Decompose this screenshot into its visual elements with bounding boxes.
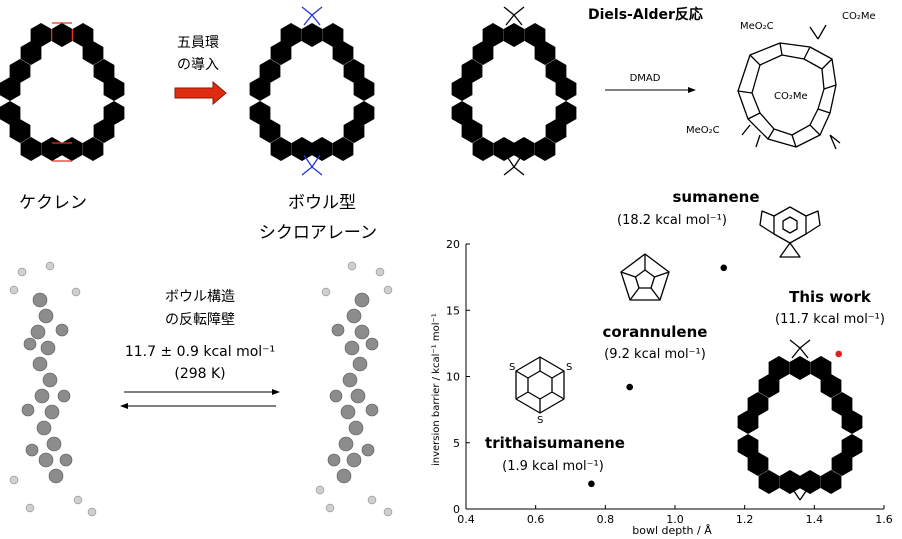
dmad-label: DMAD xyxy=(629,73,661,84)
x-tick-label: 1.4 xyxy=(806,513,824,526)
y-tick-label: 0 xyxy=(453,503,460,516)
corannulene-value: (9.2 kcal mol⁻¹) xyxy=(604,347,706,362)
ester-label-2: CO₂Me xyxy=(842,11,876,22)
trithiasumanene-value: (1.9 kcal mol⁻¹) xyxy=(502,459,604,474)
bowl-cyclarene-structure xyxy=(250,6,375,176)
trithiasumanene-structure xyxy=(515,356,565,414)
barrier-chart: 0.4 0.6 0.8 1.0 1.2 1.4 1.6 0 5 10 15 20 xyxy=(446,238,893,526)
sumanene-name: sumanene xyxy=(672,188,760,206)
inversion-value: 11.7 ± 0.9 kcal mol⁻¹ xyxy=(124,344,276,360)
sumanene-value: (18.2 kcal mol⁻¹) xyxy=(617,213,727,228)
ester-label-1: MeO₂C xyxy=(740,21,774,32)
sulfur-label-3: S xyxy=(537,415,544,426)
this-work-value: (11.7 kcal mol⁻¹) xyxy=(775,312,885,327)
inversion-temperature: (298 K) xyxy=(174,366,226,382)
y-tick-label: 5 xyxy=(453,437,460,450)
x-tick-label: 0.8 xyxy=(597,513,615,526)
sulfur-label-1: S xyxy=(509,362,516,373)
red-arrow xyxy=(174,80,227,106)
bowl-model-left xyxy=(9,261,97,517)
bowl-model-right xyxy=(315,261,393,517)
y-tick-label: 15 xyxy=(446,304,460,317)
data-point xyxy=(720,264,728,272)
corannulene-structure xyxy=(620,253,670,301)
ester-label-3: CO₂Me xyxy=(774,91,808,102)
x-tick-label: 0.4 xyxy=(457,513,475,526)
y-tick-label: 10 xyxy=(446,371,460,384)
inversion-title-2: の反転障壁 xyxy=(165,312,235,328)
this-work-name: This work xyxy=(789,288,871,306)
x-axis-label: bowl depth / Å xyxy=(632,524,712,537)
x-tick-label: 0.6 xyxy=(527,513,545,526)
diels-alder-title: Diels-Alder反応 xyxy=(588,7,703,23)
this-work-structure xyxy=(738,339,863,501)
data-point xyxy=(626,383,634,391)
y-tick-label: 20 xyxy=(446,238,460,251)
inversion-title-1: ボウル構造 xyxy=(165,289,235,305)
y-axis-label: inversion barrier / kcal⁻¹ mol⁻¹ xyxy=(431,313,442,466)
data-point xyxy=(835,350,843,358)
x-tick-label: 1.2 xyxy=(736,513,754,526)
bowl-reactant-structure xyxy=(452,6,577,176)
kekulene-structure xyxy=(0,22,125,162)
arrow-label-1: 五員環 xyxy=(177,35,219,51)
data-point xyxy=(588,480,595,488)
sulfur-label-2: S xyxy=(566,362,573,373)
bowl-label-1: ボウル型 xyxy=(288,193,356,213)
ester-label-4: MeO₂C xyxy=(686,125,720,136)
trithiasumanene-name: trithaisumanene xyxy=(485,434,625,452)
arrow-label-2: の導入 xyxy=(177,57,219,73)
bowl-label-2: シクロアレーン xyxy=(258,223,378,243)
kekulene-label: ケクレン xyxy=(19,193,87,213)
adduct-structure xyxy=(737,24,841,150)
x-tick-label: 1.6 xyxy=(875,513,893,526)
x-tick-label: 1.0 xyxy=(666,513,684,526)
corannulene-name: corannulene xyxy=(602,323,708,341)
sumanene-structure xyxy=(759,206,821,258)
